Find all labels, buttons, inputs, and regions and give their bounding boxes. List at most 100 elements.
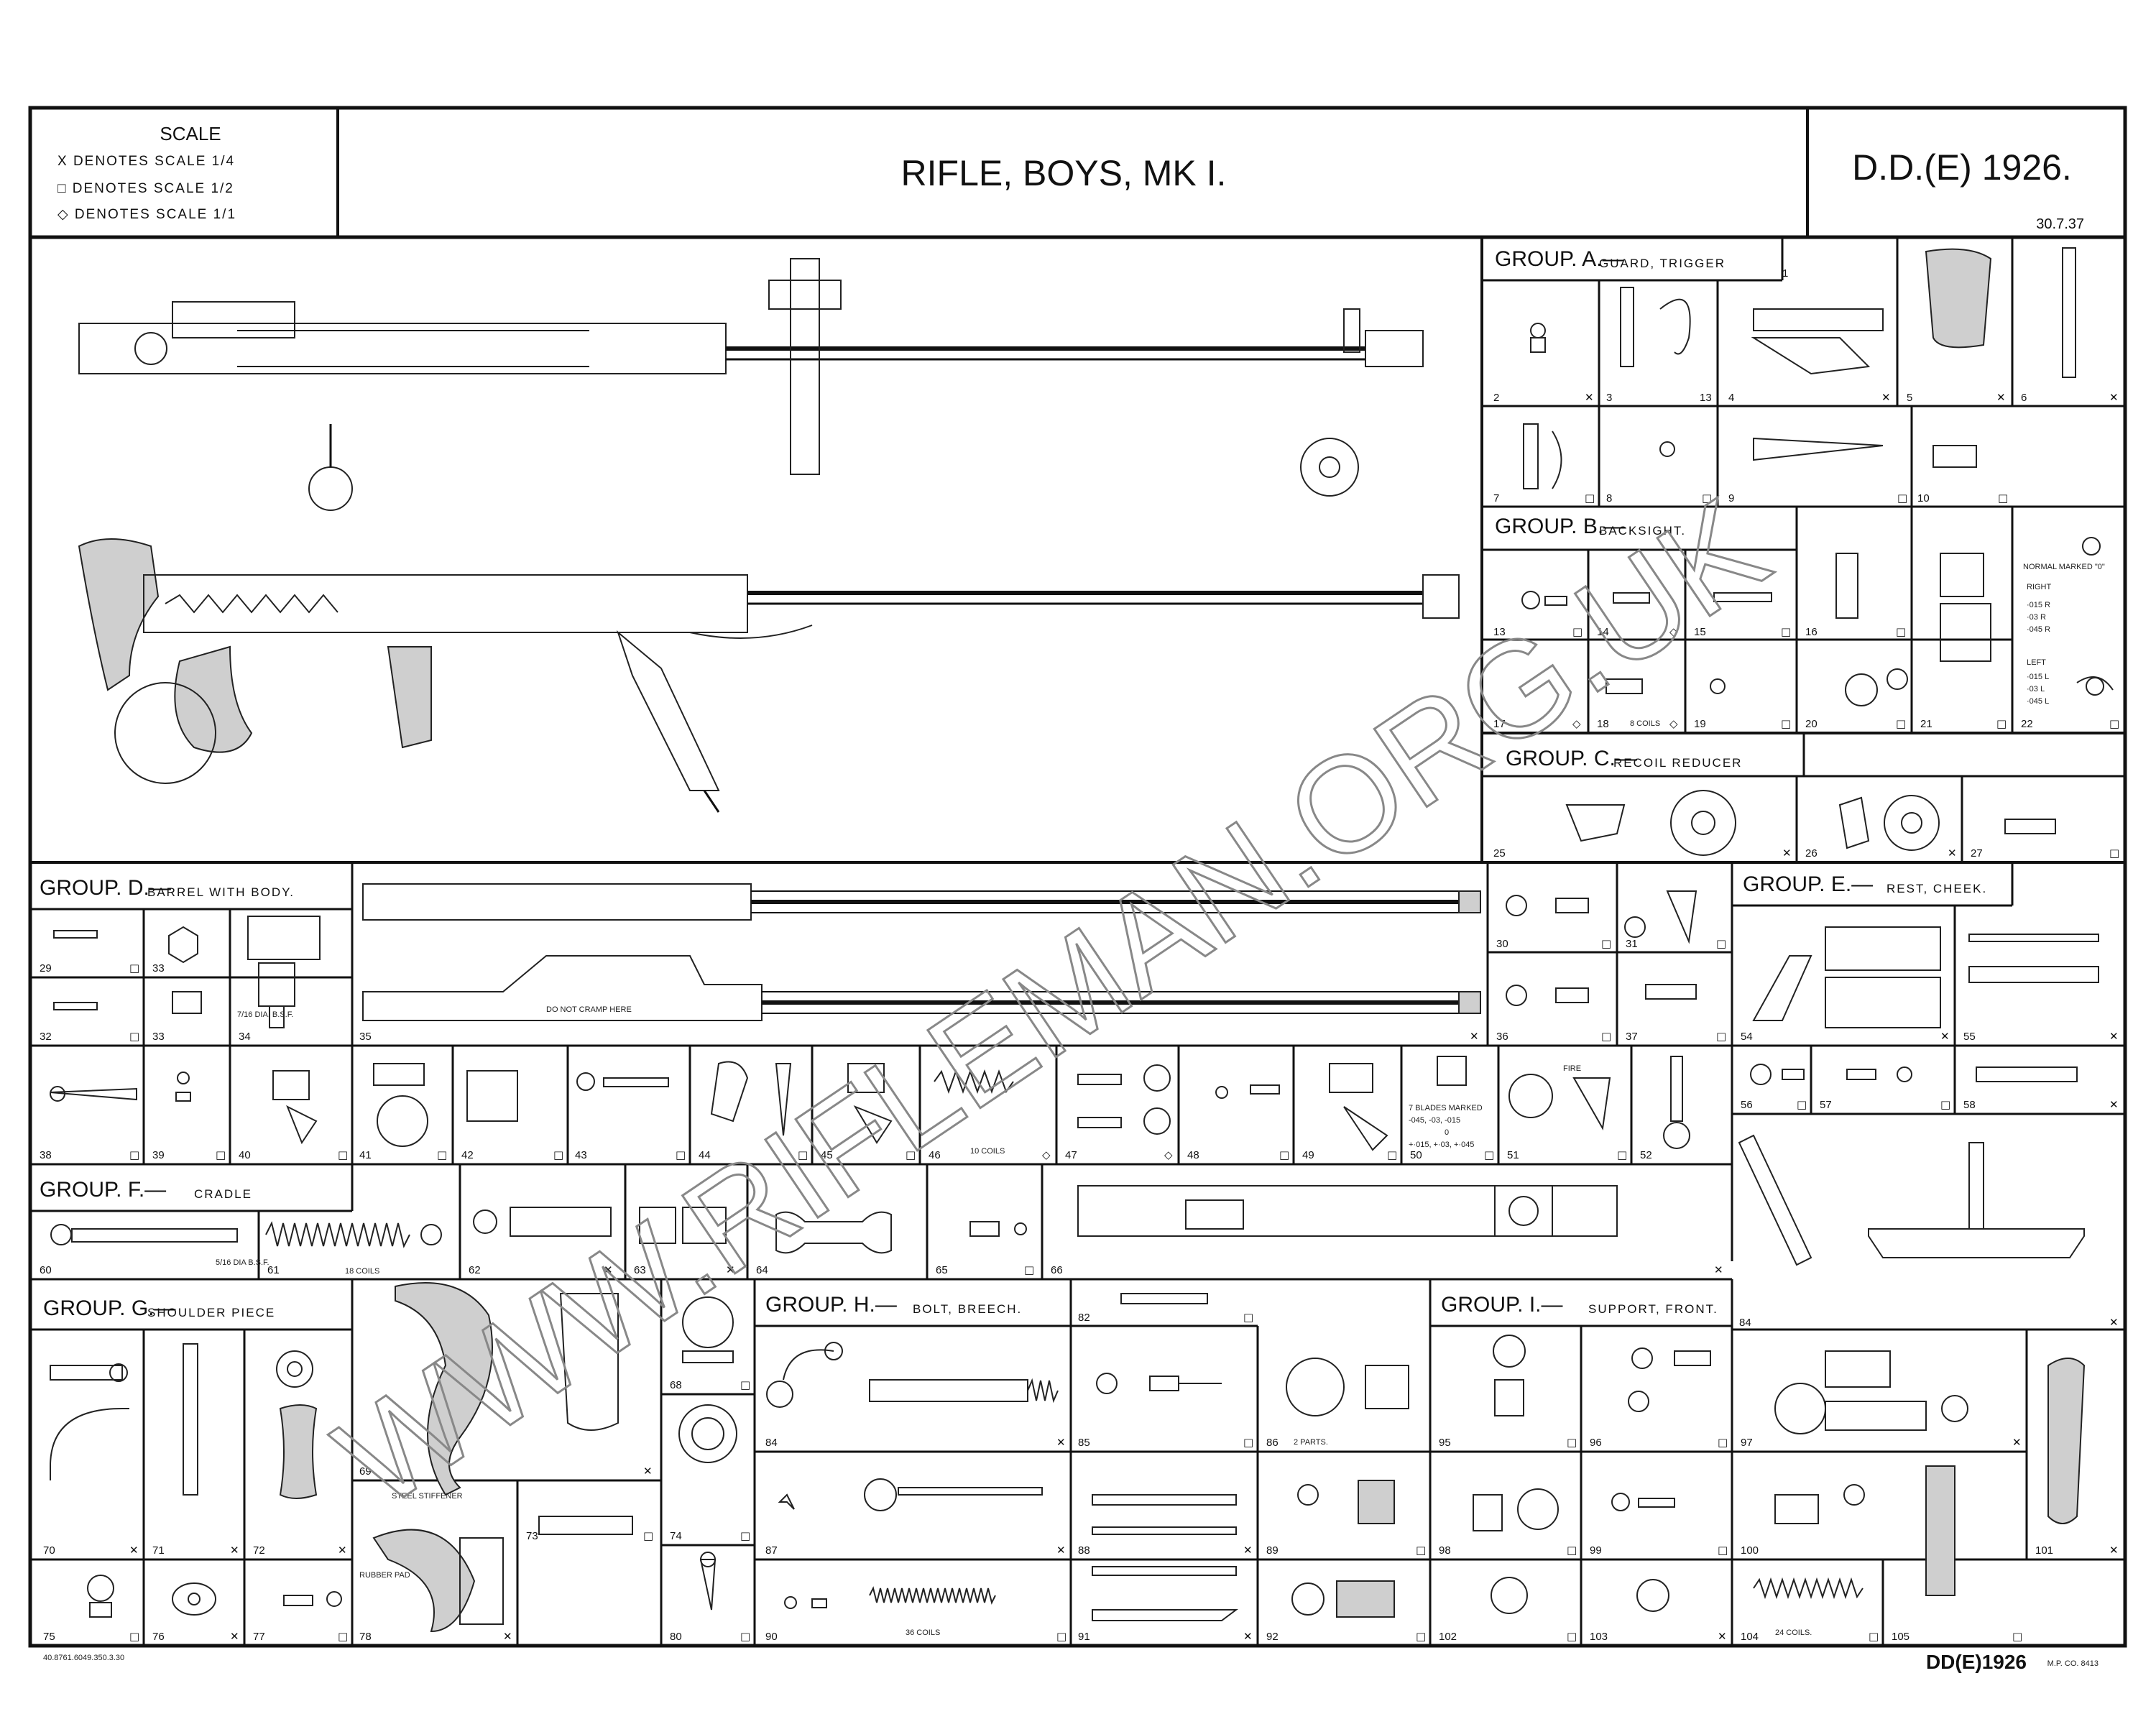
svg-text:□: □ — [1387, 1148, 1397, 1161]
group-e-numbers: 54✕ 55✕ 56□ 57□ 58✕ — [1741, 1030, 2119, 1111]
svg-text:□: □ — [1716, 937, 1726, 950]
svg-text:31: 31 — [1626, 938, 1638, 950]
svg-text:✕: ✕ — [503, 1630, 512, 1643]
svg-text:□: □ — [740, 1630, 750, 1643]
scale-line-full: ◇ DENOTES SCALE 1/1 — [57, 207, 236, 222]
footer-drawing-number: DD(E)1926 — [1926, 1651, 2027, 1673]
svg-text:□: □ — [129, 1148, 139, 1161]
svg-text:8 COILS: 8 COILS — [1630, 719, 1660, 728]
svg-text:·015 R: ·015 R — [2027, 601, 2050, 609]
group-d-subtitle: BARREL WITH BODY. — [147, 885, 295, 899]
svg-text:36 COILS: 36 COILS — [906, 1628, 940, 1637]
svg-text:6: 6 — [2021, 392, 2027, 404]
scale-title: SCALE — [160, 123, 221, 144]
scale-line-half: □ DENOTES SCALE 1/2 — [57, 181, 234, 196]
group-g-parts — [50, 1282, 737, 1633]
drawing-date: 30.7.37 — [2036, 216, 2084, 232]
svg-text:7 BLADES MARKED: 7 BLADES MARKED — [1409, 1104, 1483, 1112]
svg-text:□: □ — [1617, 1148, 1627, 1161]
svg-text:□: □ — [2109, 847, 2119, 860]
svg-text:2: 2 — [1493, 392, 1499, 404]
svg-text:✕: ✕ — [1056, 1436, 1066, 1449]
svg-text:34: 34 — [239, 1031, 251, 1043]
svg-text:71: 71 — [152, 1544, 165, 1557]
svg-text:□: □ — [216, 1148, 226, 1161]
svg-text:□: □ — [553, 1148, 563, 1161]
svg-text:51: 51 — [1507, 1149, 1519, 1161]
group-h-annotations: 2 PARTS. 36 COILS — [906, 1438, 1328, 1637]
svg-text:□: □ — [1940, 1098, 1950, 1111]
svg-text:85: 85 — [1078, 1437, 1090, 1449]
svg-text:✕: ✕ — [2109, 1098, 2119, 1111]
svg-text:60: 60 — [40, 1264, 52, 1276]
svg-text:□: □ — [1718, 1544, 1728, 1557]
svg-text:41: 41 — [359, 1149, 372, 1161]
svg-text:□: □ — [1567, 1436, 1577, 1449]
svg-text:□: □ — [1781, 717, 1791, 730]
svg-text:□: □ — [1718, 1436, 1728, 1449]
part-84-drawing: 84✕ — [1738, 1134, 2119, 1329]
svg-text:10 COILS: 10 COILS — [970, 1147, 1005, 1156]
svg-text:·03 L: ·03 L — [2027, 685, 2045, 694]
svg-text:88: 88 — [1078, 1544, 1090, 1557]
svg-text:89: 89 — [1266, 1544, 1279, 1557]
group-d-upper-numbers: 29□ 33 32□ 33 34 35✕ 30□ 31□ 36□ 37□ 7/1… — [40, 937, 1726, 1043]
mp-reference: M.P. CO. 8413 — [2047, 1659, 2099, 1668]
svg-text:RUBBER PAD: RUBBER PAD — [359, 1571, 410, 1580]
svg-text:42: 42 — [461, 1149, 474, 1161]
svg-text:37: 37 — [1626, 1031, 1638, 1043]
svg-text:□: □ — [1998, 492, 2008, 504]
group-b-parts — [1521, 537, 2114, 706]
group-h-numbers: 82□ 84✕ 85□ 86 87✕ 88✕ 89□ 90□ 91✕ 92□ — [765, 1311, 1426, 1643]
barrel-body-drawings: DO NOT CRAMP HERE — [362, 883, 1481, 1021]
group-e-subtitle: REST, CHEEK. — [1886, 882, 1987, 895]
group-c-parts — [1565, 790, 2056, 856]
svg-text:32: 32 — [40, 1031, 52, 1043]
group-d-lower-numbers: 38□ 39□ 40□ 41□ 42□ 43□ 44□ 45□ 46◇ 47◇ … — [40, 1148, 1652, 1161]
group-i-subtitle: SUPPORT, FRONT. — [1588, 1302, 1718, 1316]
group-h-title: GROUP. H.— — [765, 1293, 897, 1317]
svg-text:26: 26 — [1805, 847, 1818, 860]
print-reference: 40.8761.6049.350.3.30 — [43, 1654, 124, 1662]
svg-text:□: □ — [1896, 717, 1906, 730]
svg-text:27: 27 — [1971, 847, 1983, 860]
svg-text:62: 62 — [469, 1264, 481, 1276]
svg-text:◇: ◇ — [1164, 1148, 1173, 1161]
svg-text:✕: ✕ — [230, 1544, 239, 1557]
svg-text:25: 25 — [1493, 847, 1506, 860]
svg-text:7: 7 — [1493, 492, 1499, 504]
svg-text:57: 57 — [1820, 1099, 1832, 1111]
svg-text:19: 19 — [1694, 718, 1706, 730]
svg-text:□: □ — [338, 1148, 348, 1161]
svg-text:✕: ✕ — [1940, 1030, 1950, 1043]
group-g-title: GROUP. G.— — [43, 1296, 175, 1320]
group-c-numbers: 25✕ 26✕ 27□ — [1493, 847, 2119, 860]
svg-text:0: 0 — [1445, 1128, 1449, 1137]
svg-text:17: 17 — [1493, 718, 1506, 730]
rifle-sectioned-view — [78, 538, 1460, 813]
svg-text:✕: ✕ — [2012, 1436, 2022, 1449]
svg-text:58: 58 — [1963, 1099, 1976, 1111]
svg-text:✕: ✕ — [1056, 1544, 1066, 1557]
svg-text:10: 10 — [1917, 492, 1930, 504]
svg-text:45: 45 — [821, 1149, 833, 1161]
svg-text:101: 101 — [2035, 1544, 2053, 1557]
group-f-numbers: 60 61 62✕ 63✕ 64 65□ 66✕ — [40, 1263, 1723, 1276]
svg-text:76: 76 — [152, 1631, 165, 1643]
group-g-subtitle: SHOULDER PIECE — [147, 1306, 275, 1319]
svg-text:97: 97 — [1741, 1437, 1753, 1449]
group-b-numbers: 13□ 14◇ 15□ 16□ 17◇ 18◇ 19□ 20□ 21□ 22□ — [1493, 625, 2119, 730]
svg-text:□: □ — [1601, 937, 1611, 950]
svg-text:39: 39 — [152, 1149, 165, 1161]
svg-text:46: 46 — [929, 1149, 941, 1161]
svg-text:90: 90 — [765, 1631, 778, 1643]
group-i-numbers: 95□ 96□ 97✕ 98□ 99□ 100 101✕ 102□ 103✕ 1… — [1439, 1436, 2119, 1643]
drawing-title: RIFLE, BOYS, MK I. — [901, 153, 1227, 193]
group-a-subtitle: GUARD, TRIGGER — [1599, 257, 1726, 270]
svg-text:40: 40 — [239, 1149, 251, 1161]
svg-text:69: 69 — [359, 1465, 372, 1478]
svg-text:□: □ — [798, 1148, 808, 1161]
svg-text:□: □ — [1716, 1030, 1726, 1043]
svg-text:□: □ — [1797, 1098, 1807, 1111]
watermark: WWW.RIFLEMAN.ORG.UK — [311, 469, 1792, 1537]
